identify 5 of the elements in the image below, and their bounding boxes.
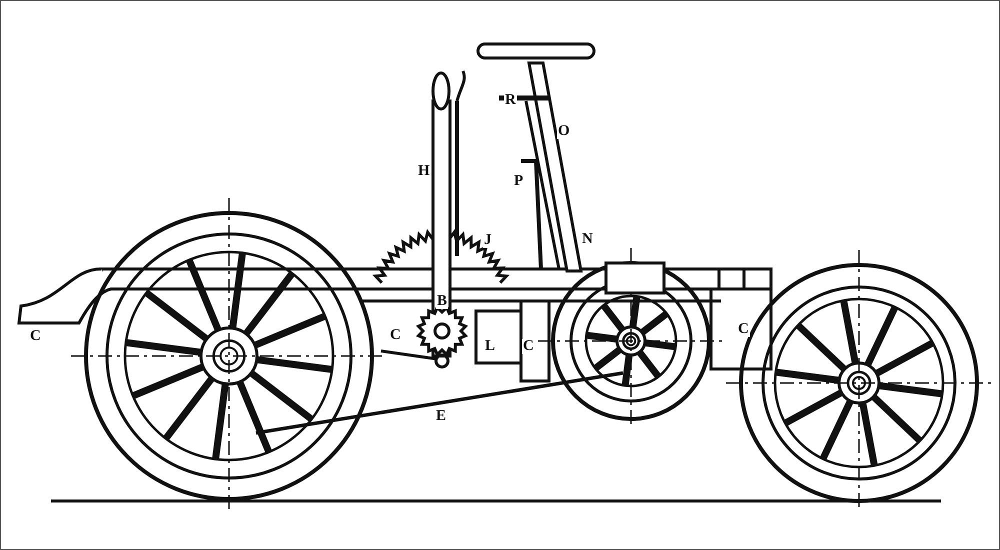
part-letter: J (483, 233, 492, 248)
part-letter: O (557, 124, 571, 139)
part-letter: C (522, 339, 535, 354)
part-letter: B (436, 294, 448, 309)
part-letter: C (737, 322, 750, 337)
